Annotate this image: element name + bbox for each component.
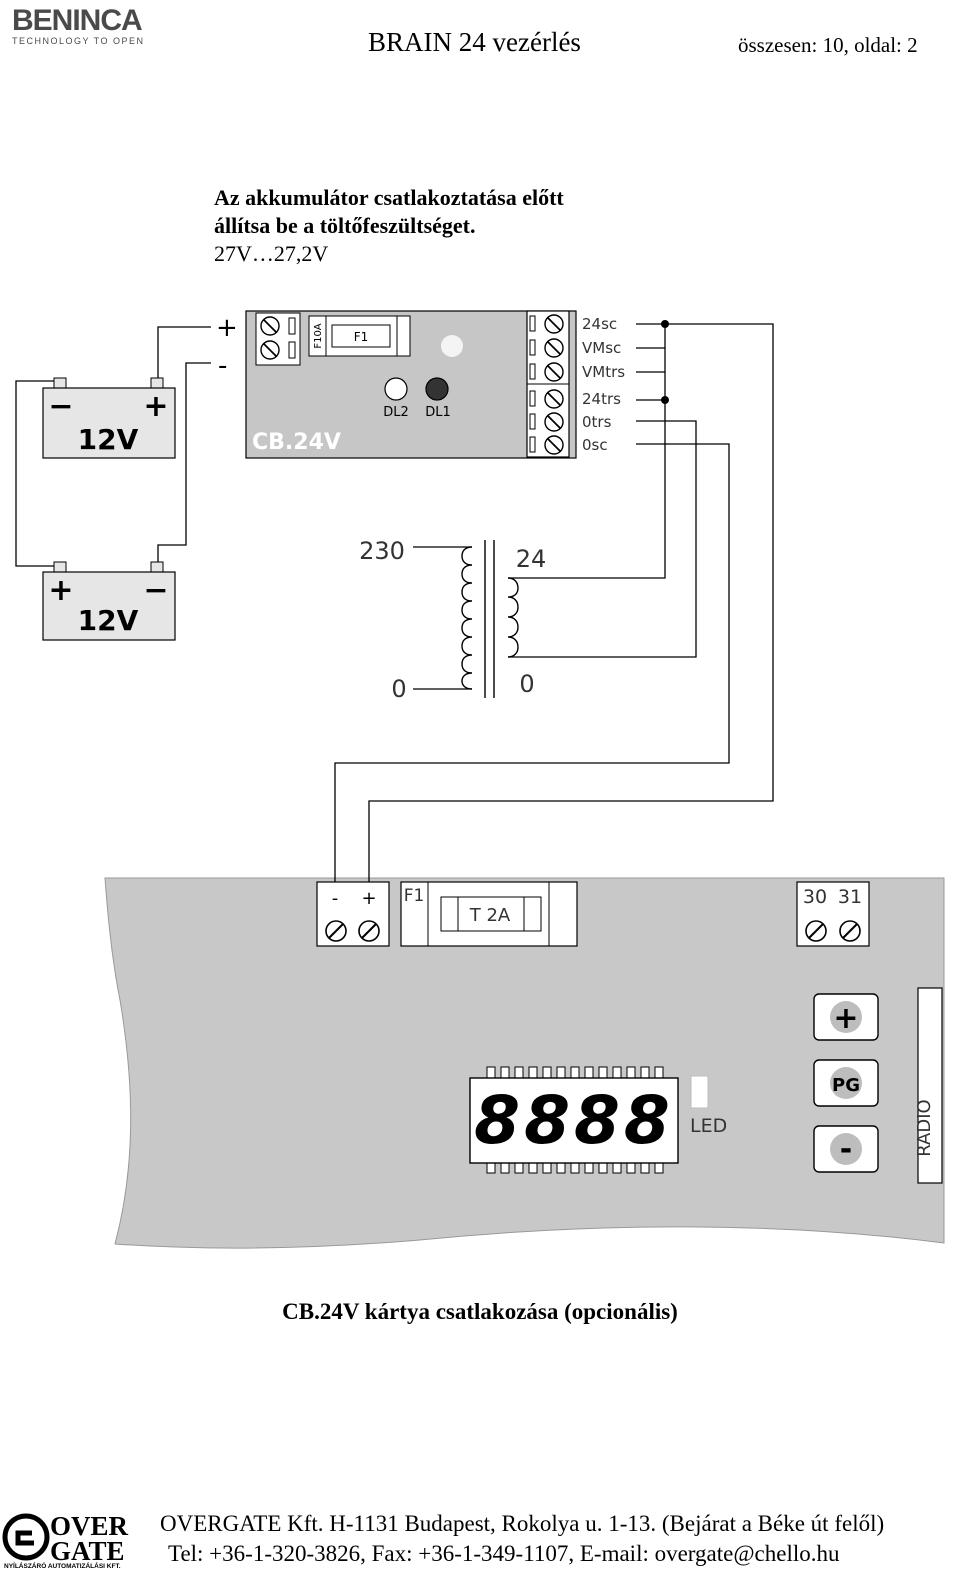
screw-icon [544, 435, 564, 455]
led-dl1-icon [425, 377, 449, 401]
battery-bottom-plus: + [48, 573, 73, 608]
logo-text: BENINCA [12, 4, 143, 37]
screw-icon [325, 920, 347, 942]
terminal-label: 0sc [582, 436, 608, 454]
screw-icon [544, 314, 564, 334]
charging-note: Az akkumulátor csatlakoztatása előtt áll… [214, 184, 564, 268]
screw-icon [805, 920, 827, 942]
document-title: BRAIN 24 vezérlés [368, 27, 581, 57]
screw-icon [839, 920, 861, 942]
button-minus[interactable]: - [813, 1125, 879, 1173]
button-pg[interactable]: PG [813, 1059, 879, 1107]
board-fuse-value: T 2A [469, 905, 511, 926]
terminal-label: 0trs [582, 413, 612, 431]
seven-segment-display: 8888 [469, 1066, 679, 1174]
screw-icon [544, 338, 564, 358]
module-fuse-box: F1 [354, 330, 369, 344]
output-minus-label: - [218, 351, 227, 381]
footer-contact: Tel: +36-1-320-3826, Fax: +36-1-349-1107… [168, 1541, 840, 1566]
logo-over: OVER [50, 1511, 129, 1541]
screw-icon [544, 412, 564, 432]
battery-top-voltage: 12V [78, 423, 139, 456]
overgate-logo: OVER GATE NYÍLÁSZÁRÓ AUTOMATIZÁLÁSI KFT. [2, 1511, 129, 1569]
terminal-label: 24sc [582, 315, 617, 333]
board-power-terminal: - + [316, 881, 390, 947]
button-pg-label: PG [832, 1075, 860, 1096]
note-line-2: állítsa be a töltőfeszültséget. [214, 213, 476, 238]
board-fuse-label: F1 [404, 886, 425, 906]
beninca-logo: BENINCA TECHNOLOGY TO OPEN [12, 6, 172, 50]
transformer-0-primary-label: 0 [391, 675, 406, 703]
button-plus[interactable]: + [813, 993, 879, 1041]
board-led-label: LED [690, 1115, 727, 1137]
note-line-1: Az akkumulátor csatlakoztatása előtt [214, 185, 564, 210]
figure-caption: CB.24V kártya csatlakozása (opcionális) [282, 1299, 678, 1324]
button-minus-label: - [840, 1132, 852, 1167]
battery-top: − + 12V [42, 377, 176, 459]
logo-tagline: TECHNOLOGY TO OPEN [12, 36, 145, 46]
battery-top-plus: + [143, 389, 168, 424]
button-plus-label: + [833, 1001, 858, 1036]
led-dl1-label: DL1 [425, 405, 451, 420]
module-name: CB.24V [252, 430, 341, 455]
output-plus-label: + [216, 313, 238, 343]
board-fuse: F1 T 2A [400, 881, 578, 947]
page-info: összesen: 10, oldal: 2 [738, 33, 918, 57]
note-line-3: 27V…27,2V [214, 241, 329, 266]
terminal-30-label: 30 [803, 886, 827, 908]
radio-label: RADIO [914, 1099, 935, 1156]
transformer-230-label: 230 [359, 537, 405, 565]
screw-icon [260, 316, 280, 336]
terminal-label: VMtrs [582, 363, 625, 381]
led-dl2-label: DL2 [383, 405, 409, 420]
battery-top-minus: − [48, 389, 73, 424]
terminal-label: 24trs [582, 390, 621, 408]
radio-slot [917, 987, 943, 1184]
battery-bottom: + − 12V [42, 561, 176, 641]
cb24v-module: F10A F1 DL2 DL1 CB.24V [245, 310, 577, 459]
logo-gate: GATE [50, 1536, 125, 1566]
transformer [461, 540, 519, 698]
board-terminal-plus: + [361, 888, 376, 909]
board-terminal-minus: - [332, 888, 339, 909]
transformer-0-secondary-label: 0 [519, 670, 534, 698]
led-dl2-icon [384, 377, 408, 401]
wiring-diagram: + - − + 12V + − 12V F10A F1 [15, 310, 945, 1249]
transformer-24-label: 24 [516, 545, 547, 573]
screw-icon [358, 920, 380, 942]
display-digits: 8888 [474, 1082, 674, 1159]
module-fuse-label: F10A [313, 323, 324, 348]
terminal-label: VMsc [582, 339, 621, 357]
screw-icon [544, 362, 564, 382]
battery-bottom-minus: − [143, 573, 168, 608]
screw-icon [544, 389, 564, 409]
board-terminal-30-31: 30 31 [796, 881, 870, 947]
main-board [104, 877, 945, 1249]
screw-icon [260, 340, 280, 360]
battery-bottom-voltage: 12V [78, 604, 139, 637]
board-led-icon [690, 1075, 709, 1109]
footer-address: OVERGATE Kft. H-1131 Budapest, Rokolya u… [160, 1511, 885, 1536]
logo-overgate-tagline: NYÍLÁSZÁRÓ AUTOMATIZÁLÁSI KFT. [4, 1561, 121, 1569]
terminal-31-label: 31 [838, 886, 862, 908]
